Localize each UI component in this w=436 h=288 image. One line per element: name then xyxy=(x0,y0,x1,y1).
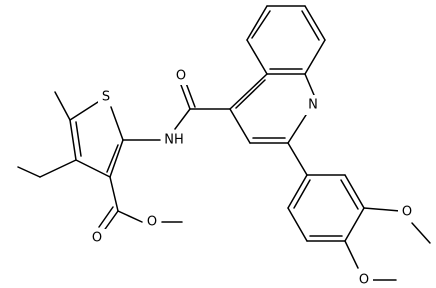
quinoline-pyridine-ring xyxy=(229,73,315,144)
atom-label-carbonyl-oxygen: O xyxy=(172,67,190,85)
atom-nh-text: NH xyxy=(164,133,184,148)
atom-o-text: O xyxy=(176,69,186,84)
atom-s-text: S xyxy=(102,90,110,105)
atom-o-text: O xyxy=(147,215,157,230)
atom-label-para-methoxy-oxygen: O xyxy=(355,271,373,288)
methyl-ester-group xyxy=(98,176,183,233)
amide-linker xyxy=(174,82,231,130)
atom-o-text: O xyxy=(359,273,369,288)
atom-label-thiophene-sulfur: S xyxy=(98,88,114,106)
ethyl-group xyxy=(17,159,77,178)
dimethoxyphenyl-ring xyxy=(287,142,365,242)
atom-label-amide-nitrogen: NH xyxy=(161,131,187,149)
atom-o-text: O xyxy=(92,231,102,246)
atom-label-quinoline-nitrogen: N xyxy=(304,95,322,115)
atom-label-ester-carbonyl-oxygen: O xyxy=(88,229,106,247)
atom-label-ester-alkoxy-oxygen: O xyxy=(143,213,161,231)
atom-o-text: O xyxy=(402,205,412,220)
methoxy-groups xyxy=(344,207,431,281)
thiophene-ring xyxy=(54,91,161,178)
atom-label-meta-methoxy-oxygen: O xyxy=(398,203,416,221)
quinoline-benzo-ring xyxy=(246,5,326,75)
atom-n-text: N xyxy=(308,98,318,113)
